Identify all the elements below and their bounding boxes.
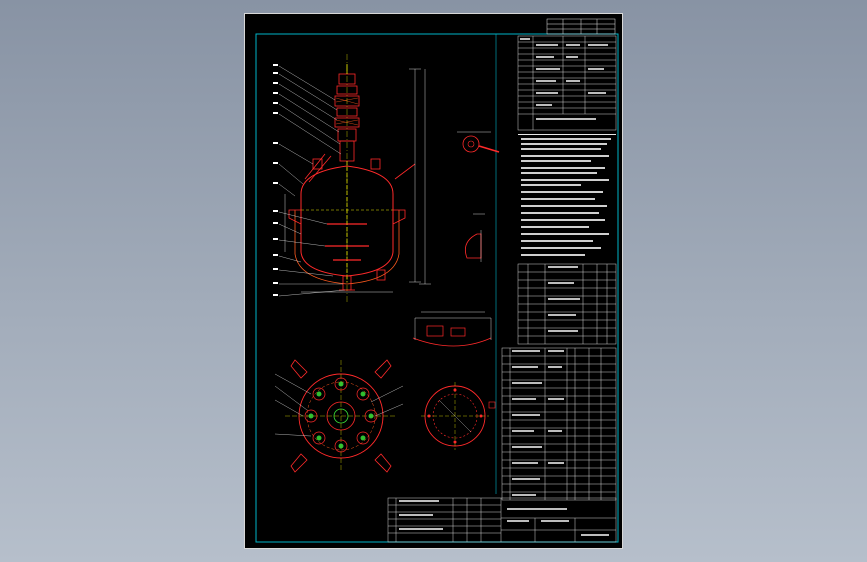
drawing-sheet	[244, 13, 623, 549]
top-code-block	[546, 18, 616, 35]
parts-list-text-bars	[512, 350, 564, 496]
part-leaders	[278, 65, 346, 297]
tech-table-text-bars	[520, 38, 608, 120]
detail-view-section	[412, 311, 492, 347]
heating-jacket	[294, 210, 400, 285]
plan-nozzles	[304, 377, 378, 453]
nozzle-table	[517, 263, 617, 345]
title-block	[387, 497, 617, 543]
nozzle-table-text-bars	[548, 266, 580, 332]
drawing-canvas	[255, 18, 619, 543]
nozzle-orientation-plan	[274, 359, 404, 473]
plan-nozzle-highlights	[308, 381, 374, 449]
title-block-text-bars	[399, 500, 609, 536]
parts-list-table	[501, 347, 617, 501]
detail-view-flange	[457, 131, 500, 153]
support-lugs	[288, 209, 406, 225]
plan-lugs	[290, 359, 392, 473]
reactor-vessel-elevation	[273, 54, 431, 304]
flange-plan-detail	[421, 382, 496, 450]
part-number-ticks	[273, 64, 278, 296]
bottom-outlet	[339, 269, 386, 291]
technical-characteristics-table	[517, 35, 617, 131]
detail-view-lug	[464, 213, 485, 262]
technical-requirements-text	[518, 134, 616, 256]
top-nozzles	[304, 153, 416, 183]
dimension-lines	[284, 68, 431, 293]
plan-leaders	[274, 373, 404, 437]
